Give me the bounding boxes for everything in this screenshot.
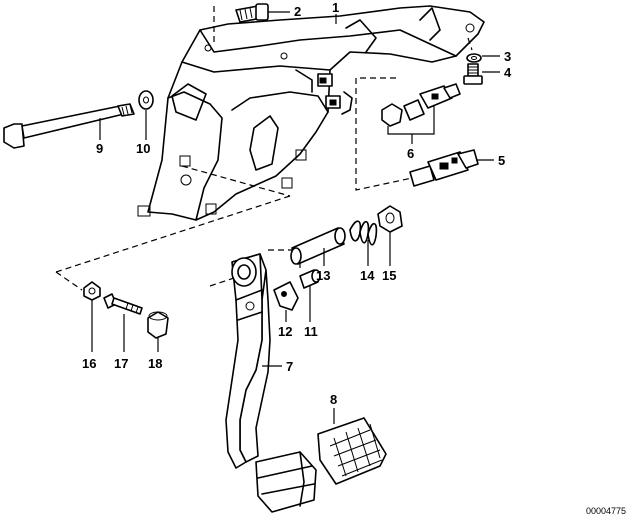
callout-10: 10: [136, 141, 150, 156]
callout-15: 15: [382, 268, 396, 283]
washer-3: [466, 53, 482, 63]
callout-labels: 1 2 3 4 5 6 7 8 9 10 11 12 13 14 15 16 1…: [82, 0, 512, 407]
callout-3: 3: [504, 49, 511, 64]
callout-4: 4: [504, 65, 512, 80]
callout-17: 17: [114, 356, 128, 371]
washer-10: [138, 90, 154, 110]
callout-13: 13: [316, 268, 330, 283]
nut-16: [83, 281, 101, 301]
pin-11: [299, 269, 321, 289]
spring-14: [349, 220, 378, 246]
callout-1: 1: [332, 0, 339, 15]
sleeve-13: [290, 227, 346, 265]
cap-18: [147, 311, 169, 339]
leader-lines: [91, 11, 500, 424]
bolt-2: [235, 3, 269, 23]
reference-lines: [55, 6, 473, 291]
callout-6: 6: [407, 146, 414, 161]
callout-18: 18: [148, 356, 162, 371]
callout-2: 2: [294, 4, 301, 19]
switch-5: [409, 149, 479, 187]
long-bolt-9: [3, 103, 135, 149]
callout-7: 7: [286, 359, 293, 374]
nut-15: [377, 205, 403, 233]
callout-11: 11: [304, 324, 318, 339]
clip-12: [273, 281, 299, 311]
document-id: 00004775: [586, 506, 626, 516]
screw-4: [463, 63, 483, 85]
pedal-lever-7: [225, 253, 317, 513]
callout-12: 12: [278, 324, 292, 339]
pedal-pad-8: [317, 417, 387, 485]
pedal-bracket: [137, 5, 485, 221]
callout-8: 8: [330, 392, 337, 407]
callout-14: 14: [360, 268, 375, 283]
bolt-17: [103, 293, 143, 315]
switch-6: [381, 83, 461, 127]
callout-9: 9: [96, 141, 103, 156]
callout-16: 16: [82, 356, 96, 371]
callout-5: 5: [498, 153, 505, 168]
